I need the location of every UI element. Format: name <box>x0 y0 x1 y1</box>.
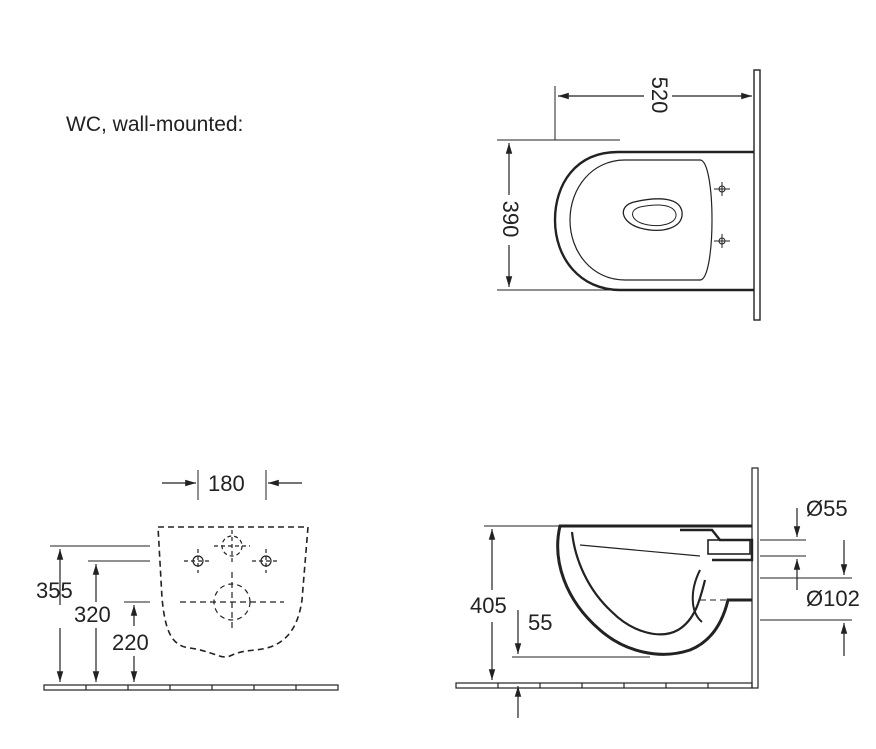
front-view-fixing-marks <box>180 530 284 632</box>
side-view-trap <box>691 569 703 623</box>
top-view-bowl-outline <box>553 150 754 292</box>
side-dia55-label: Ø55 <box>806 496 848 521</box>
top-view-wall <box>753 69 761 321</box>
side-view-water-line <box>579 544 701 557</box>
front-180-label: 180 <box>208 471 245 496</box>
side-dia102-label: Ø102 <box>806 586 860 611</box>
side-view-wall <box>751 467 759 689</box>
side-view-bowl-outer <box>556 524 752 656</box>
top-view-fixing-marks <box>714 182 730 248</box>
top-width-label: 520 <box>647 77 672 114</box>
drawing-title: WC, wall-mounted: <box>66 113 243 136</box>
side-view-bowl-inner <box>570 531 707 636</box>
front-view-dashed-outline <box>157 526 309 658</box>
side-view <box>455 467 852 718</box>
side-view-inlet-pipe <box>707 539 751 555</box>
top-view-drain-inner <box>632 204 677 227</box>
top-depth-label: 390 <box>498 201 523 238</box>
front-view <box>43 470 339 691</box>
front-220-label: 220 <box>112 630 149 655</box>
side-405-label: 405 <box>470 593 507 618</box>
top-view-drain <box>622 198 683 231</box>
side-55-label: 55 <box>528 610 552 635</box>
front-355-label: 355 <box>36 578 73 603</box>
side-view-floor <box>455 682 753 689</box>
top-view <box>497 69 761 321</box>
top-view-rim <box>569 159 713 281</box>
front-view-floor <box>43 684 339 691</box>
front-320-label: 320 <box>74 602 111 627</box>
